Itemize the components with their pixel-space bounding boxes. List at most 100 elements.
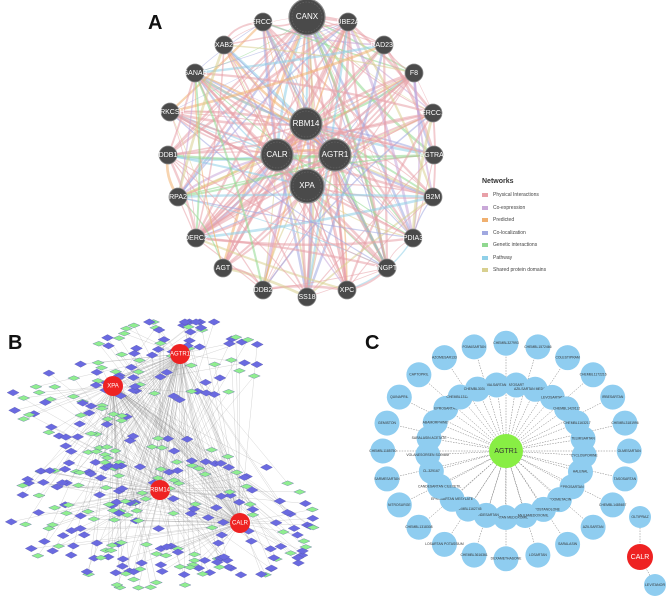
target-node[interactable] xyxy=(73,469,87,476)
target-node[interactable] xyxy=(110,582,124,588)
protein-node[interactable] xyxy=(245,537,258,545)
protein-node[interactable] xyxy=(173,396,186,404)
drug-node[interactable]: CHEMBL327993 xyxy=(493,330,519,356)
protein-node[interactable] xyxy=(198,557,212,564)
protein-node[interactable] xyxy=(215,531,229,539)
target-node[interactable] xyxy=(150,551,163,557)
protein-node[interactable] xyxy=(116,562,129,570)
target-node[interactable] xyxy=(19,521,32,528)
gene-node[interactable]: SS18 xyxy=(297,287,317,307)
target-node[interactable] xyxy=(167,510,180,516)
target-node[interactable] xyxy=(305,506,319,513)
target-node[interactable] xyxy=(127,576,141,583)
target-node[interactable] xyxy=(60,510,73,516)
protein-node[interactable] xyxy=(32,509,45,516)
target-node[interactable] xyxy=(170,459,184,465)
gene-node[interactable]: CALR xyxy=(260,138,294,172)
target-node[interactable] xyxy=(149,579,163,586)
drug-node[interactable]: GEMISTON xyxy=(374,410,400,436)
target-node[interactable] xyxy=(42,525,56,532)
protein-node[interactable] xyxy=(177,571,191,578)
protein-node[interactable] xyxy=(185,457,199,465)
target-node[interactable] xyxy=(105,542,119,548)
target-node[interactable] xyxy=(109,369,123,375)
drug-node[interactable]: TASOSARTAN xyxy=(612,466,638,492)
target-node[interactable] xyxy=(101,416,115,422)
target-node[interactable] xyxy=(67,375,81,381)
drug-node[interactable]: SARMESARTAN xyxy=(374,466,400,492)
target-node[interactable] xyxy=(104,547,118,554)
target-node[interactable] xyxy=(185,462,199,469)
target-node[interactable] xyxy=(95,405,109,412)
target-node[interactable] xyxy=(94,555,108,561)
target-node[interactable] xyxy=(243,501,257,507)
protein-node[interactable] xyxy=(74,525,87,532)
protein-node[interactable] xyxy=(211,539,225,547)
protein-node[interactable] xyxy=(171,548,185,556)
protein-node[interactable] xyxy=(232,498,246,506)
target-node[interactable] xyxy=(52,543,66,549)
drug-node[interactable]: COLESTIPRAM xyxy=(555,345,581,371)
protein-node[interactable] xyxy=(62,459,76,467)
drug-node[interactable]: FOMASARTAN xyxy=(461,334,487,360)
protein-node[interactable] xyxy=(71,433,85,441)
gene-node[interactable]: XPA xyxy=(289,168,325,204)
protein-node[interactable] xyxy=(8,407,22,414)
target-node[interactable] xyxy=(29,384,43,390)
drug-node[interactable]: DEXAMETHASONE xyxy=(491,546,522,572)
target-node[interactable] xyxy=(112,335,126,341)
protein-node[interactable] xyxy=(59,433,73,441)
protein-node[interactable] xyxy=(246,506,260,513)
protein-node[interactable] xyxy=(199,458,213,466)
target-node[interactable] xyxy=(48,505,62,511)
target-node[interactable] xyxy=(108,448,122,454)
gene-node[interactable]: DDB2 xyxy=(253,280,273,300)
protein-node[interactable] xyxy=(210,558,224,566)
target-node[interactable] xyxy=(159,552,173,559)
gene-node[interactable]: AGTRAP xyxy=(420,145,449,165)
target-node[interactable] xyxy=(188,551,201,558)
target-node[interactable] xyxy=(148,390,161,397)
drug-node[interactable]: SARALASIN xyxy=(555,531,581,557)
protein-node[interactable] xyxy=(187,505,201,513)
target-node[interactable] xyxy=(185,388,198,395)
target-node[interactable] xyxy=(233,368,246,374)
target-node[interactable] xyxy=(189,501,202,507)
target-node[interactable] xyxy=(276,529,290,535)
protein-node[interactable] xyxy=(58,465,72,473)
target-node[interactable] xyxy=(281,480,295,486)
protein-node[interactable] xyxy=(213,374,227,382)
protein-node[interactable] xyxy=(274,543,288,550)
protein-node[interactable] xyxy=(154,373,167,381)
protein-node[interactable] xyxy=(74,512,87,520)
target-node[interactable] xyxy=(198,471,212,477)
hub-node[interactable]: AGTR1 xyxy=(170,344,191,364)
protein-node[interactable] xyxy=(280,509,294,516)
target-node[interactable] xyxy=(155,445,169,451)
target-node[interactable] xyxy=(89,448,103,455)
target-node[interactable] xyxy=(121,512,134,518)
protein-node[interactable] xyxy=(255,570,268,578)
protein-node[interactable] xyxy=(65,527,78,534)
target-node[interactable] xyxy=(205,447,219,453)
protein-node[interactable] xyxy=(180,435,194,443)
drug-node[interactable]: CHEMBL3181996 xyxy=(611,410,639,436)
protein-node[interactable] xyxy=(222,463,236,471)
target-node[interactable] xyxy=(183,564,197,571)
drug-node[interactable]: AZILSARTAN xyxy=(580,514,606,540)
target-node[interactable] xyxy=(284,550,298,556)
protein-node[interactable] xyxy=(93,491,106,499)
target-node[interactable] xyxy=(22,412,36,418)
drug-node[interactable]: LOSARTAN POTASSIUM xyxy=(425,531,464,557)
protein-node[interactable] xyxy=(43,467,57,475)
target-node[interactable] xyxy=(178,582,192,588)
protein-node[interactable] xyxy=(273,497,287,505)
target-node[interactable] xyxy=(117,330,131,337)
protein-node[interactable] xyxy=(135,559,148,567)
gene-node[interactable]: GANAB xyxy=(183,63,208,83)
protein-node[interactable] xyxy=(184,328,197,336)
protein-node[interactable] xyxy=(4,518,18,526)
protein-node[interactable] xyxy=(209,504,223,512)
protein-node[interactable] xyxy=(265,564,278,572)
gene-node[interactable]: XAB2 xyxy=(214,35,234,55)
